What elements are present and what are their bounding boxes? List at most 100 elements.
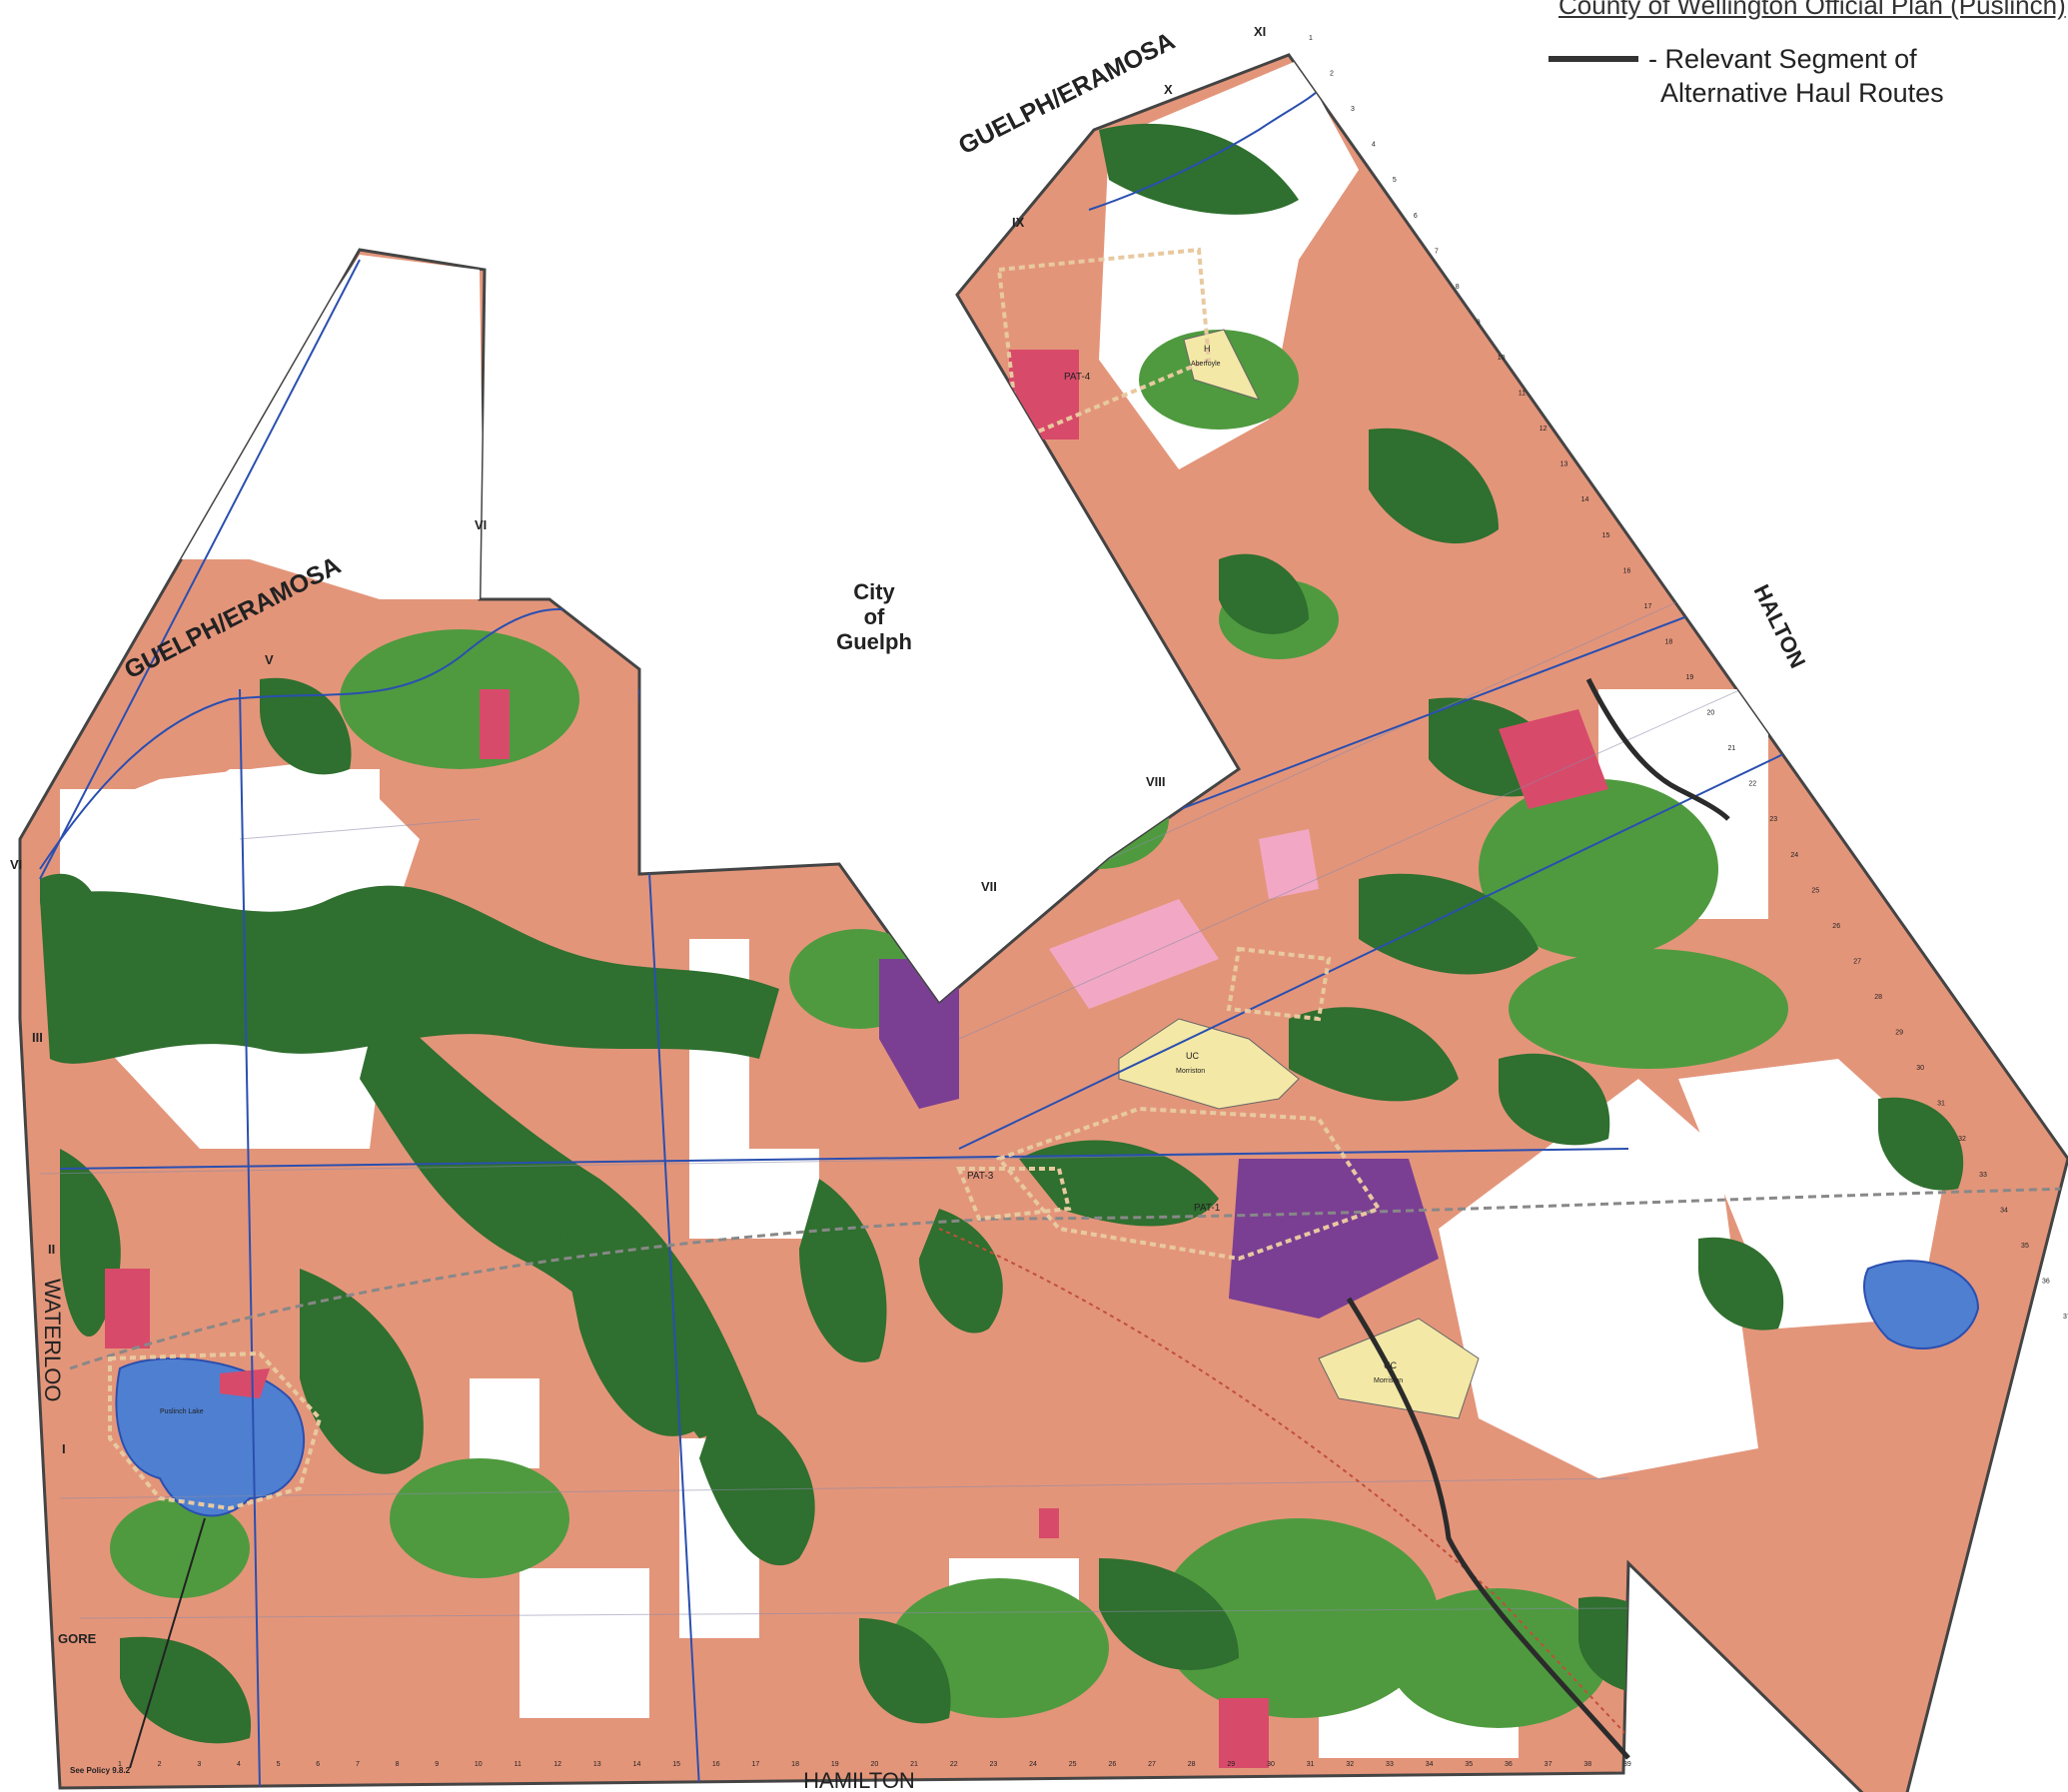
right-lot-number: 25 <box>1811 887 1819 894</box>
concession-XI: XI <box>1254 24 1266 39</box>
place-pat1: PAT-1 <box>1194 1203 1221 1214</box>
bottom-lot-number: 16 <box>712 1761 720 1768</box>
label-waterloo: WATERLOO <box>40 1279 65 1401</box>
place-aberfoyle-code: H <box>1204 344 1211 354</box>
bottom-lot-number: 31 <box>1307 1761 1315 1768</box>
concession-VI-top: VI <box>475 517 487 532</box>
right-lot-number: 10 <box>1498 355 1506 362</box>
core-greenland-areas <box>40 123 1964 1744</box>
concession-X: X <box>1164 82 1173 97</box>
bottom-lot-number: 29 <box>1227 1761 1235 1768</box>
policy-leader-line <box>129 1517 206 1769</box>
right-lot-number: 24 <box>1790 852 1798 859</box>
study-areas <box>108 247 1383 1511</box>
bottom-lot-number: 21 <box>910 1761 918 1768</box>
concession-V: V <box>265 652 274 667</box>
bottom-lot-number: 33 <box>1386 1761 1394 1768</box>
label-halton: HALTON <box>1749 580 1811 672</box>
bottom-lot-number: 38 <box>1583 1761 1591 1768</box>
right-lot-number: 3 <box>1351 106 1355 113</box>
right-lot-number: 8 <box>1456 284 1460 291</box>
right-lot-number: 30 <box>1916 1065 1924 1072</box>
place-uc-north-code: UC <box>1186 1051 1199 1061</box>
right-lot-number: 6 <box>1414 213 1418 220</box>
concession-II: II <box>48 1242 55 1257</box>
bottom-lot-number: 22 <box>950 1761 958 1768</box>
bottom-lot-number: 7 <box>356 1761 360 1768</box>
right-lot-number: 17 <box>1644 603 1652 610</box>
right-lot-number: 34 <box>2000 1207 2008 1214</box>
pink-zones <box>1049 829 1319 1009</box>
haul-route-swatch <box>1549 56 1638 62</box>
right-lot-number: 37 <box>2063 1314 2068 1321</box>
right-lot-number: 21 <box>1727 745 1735 752</box>
right-lot-number: 15 <box>1602 532 1610 539</box>
place-aberfoyle-name: Aberfoyle <box>1191 361 1221 368</box>
right-lot-number: 1 <box>1309 35 1313 42</box>
right-lot-number: 9 <box>1477 319 1481 326</box>
bottom-lot-number: 28 <box>1188 1761 1196 1768</box>
place-uc-south-name: Morriston <box>1374 1377 1403 1384</box>
right-lot-number: 22 <box>1748 781 1756 788</box>
right-lot-number: 32 <box>1958 1136 1966 1143</box>
right-lot-number: 19 <box>1686 674 1694 681</box>
right-lot-number: 12 <box>1540 426 1548 433</box>
bottom-lot-number: 37 <box>1545 1761 1552 1768</box>
label-city-line3: Guelph <box>836 629 912 654</box>
bottom-lot-number: 15 <box>672 1761 680 1768</box>
place-uc-north-name: Morriston <box>1176 1068 1205 1075</box>
right-lot-number: 31 <box>1937 1101 1945 1108</box>
place-pat4: PAT-4 <box>1064 372 1091 383</box>
policy-note: See Policy 9.8.2 <box>70 1766 131 1775</box>
concession-VII: VII <box>981 879 997 894</box>
right-lot-number: 28 <box>1874 994 1882 1001</box>
right-lot-number: 14 <box>1581 496 1589 503</box>
label-hamilton: HAMILTON <box>803 1768 915 1792</box>
concession-VI-left: VI <box>10 857 22 872</box>
right-lot-number: 26 <box>1832 923 1840 930</box>
bottom-lot-number: 17 <box>752 1761 760 1768</box>
label-city-line1: City <box>853 579 895 604</box>
bottom-lot-number: 6 <box>316 1761 320 1768</box>
label-gore: GORE <box>58 1631 97 1646</box>
right-lot-number: 33 <box>1979 1172 1987 1179</box>
bottom-lot-number: 32 <box>1346 1761 1354 1768</box>
right-lot-number: 11 <box>1519 391 1526 398</box>
bottom-lot-number: 35 <box>1465 1761 1473 1768</box>
concession-I: I <box>62 1441 66 1456</box>
bottom-lot-number: 8 <box>396 1761 400 1768</box>
bottom-lot-number: 2 <box>158 1761 162 1768</box>
legend-line2: Alternative Haul Routes <box>1660 78 1944 108</box>
commercial-areas <box>105 350 1608 1768</box>
alternative-haul-route-north <box>1585 677 1730 821</box>
right-lot-number: 27 <box>1853 958 1861 965</box>
legend: County of Wellington Official Plan (Pusl… <box>1449 0 2068 120</box>
bottom-lot-number: 24 <box>1029 1761 1037 1768</box>
railway <box>69 1187 2068 1370</box>
main-roads <box>39 259 1899 1789</box>
right-lot-number: 13 <box>1560 461 1568 468</box>
bottom-lot-number: 12 <box>553 1761 561 1768</box>
bottom-lot-number: 20 <box>871 1761 879 1768</box>
concession-III: III <box>32 1030 43 1045</box>
concession-IX: IX <box>1012 215 1025 230</box>
right-lot-number: 20 <box>1706 710 1714 717</box>
bottom-lot-number: 27 <box>1148 1761 1156 1768</box>
bottom-lot-number: 39 <box>1623 1761 1631 1768</box>
bottom-lot-number: 25 <box>1069 1761 1077 1768</box>
legend-haul-route-label: - Relevant Segment of Alternative Haul R… <box>1648 42 1944 110</box>
highway-401 <box>938 1228 1649 1759</box>
eramosa-river <box>1088 89 1320 211</box>
place-pat3: PAT-3 <box>967 1171 994 1182</box>
bottom-lot-number: 30 <box>1267 1761 1275 1768</box>
right-lot-number: 5 <box>1393 177 1397 184</box>
right-lot-number: 18 <box>1665 638 1673 645</box>
bottom-lot-number: 18 <box>791 1761 799 1768</box>
bottom-lot-number: 1 <box>118 1761 122 1768</box>
bottom-lot-number: 23 <box>989 1761 997 1768</box>
bottom-lot-number: 26 <box>1108 1761 1116 1768</box>
bottom-lot-number: 4 <box>237 1761 241 1768</box>
right-lot-number: 29 <box>1895 1030 1903 1037</box>
right-lot-numbers: 1234567891011121314151617181920212223242… <box>1309 35 2068 1321</box>
